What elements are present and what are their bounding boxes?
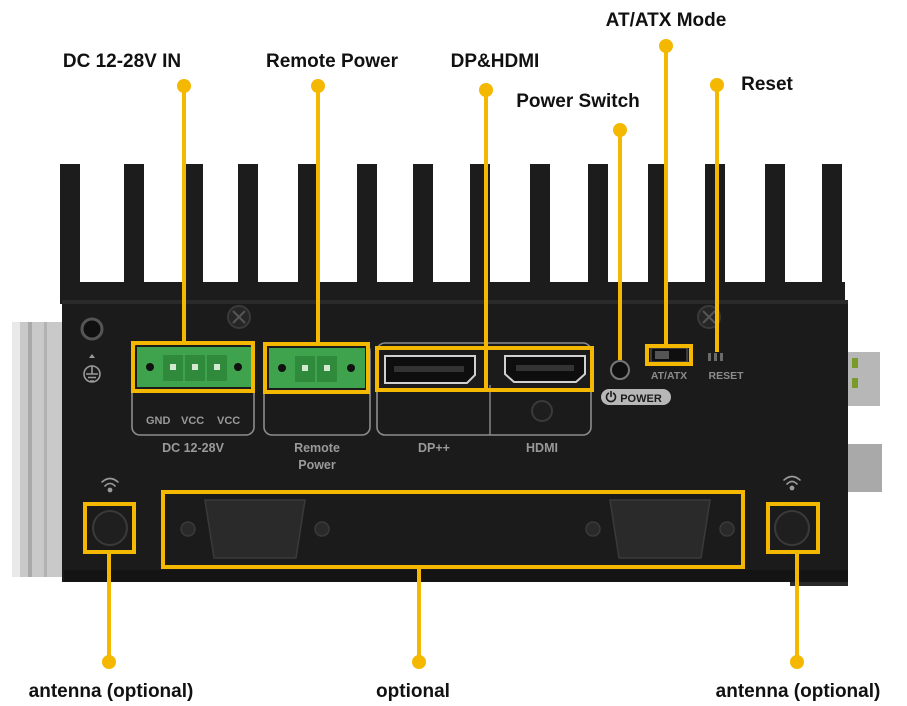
- ground-jack: [80, 317, 104, 341]
- remote-power-terminal-block: [269, 348, 365, 388]
- callout-optional: optional: [376, 681, 450, 702]
- label-remote: Remote: [294, 441, 340, 455]
- label-hdmi: HDMI: [526, 441, 558, 455]
- power-button: [610, 360, 630, 380]
- reset-pin-header: [708, 353, 723, 361]
- callout-power-switch: Power Switch: [516, 91, 640, 112]
- antenna-hole-right: [774, 510, 810, 546]
- callout-remote-power: Remote Power: [266, 51, 399, 72]
- power-label-badge: [601, 389, 671, 405]
- highlight-optional: [161, 490, 745, 569]
- label-reset-port: RESET: [708, 370, 744, 382]
- screw-icon: [227, 305, 251, 329]
- callout-reset: Reset: [741, 74, 793, 95]
- optional-db9-cutout-right: [585, 499, 735, 559]
- callout-at-atx-mode: AT/ATX Mode: [606, 10, 727, 31]
- hdmi-port: [504, 355, 586, 383]
- label-power: Power: [298, 458, 336, 472]
- label-vcc-1: VCC: [181, 415, 204, 427]
- displayport-port: [384, 355, 476, 384]
- leader-lines: [107, 46, 799, 662]
- left-side-rail: [12, 322, 62, 577]
- antenna-hole-left: [92, 510, 128, 546]
- right-side-brackets: [848, 352, 882, 492]
- label-gnd: GND: [146, 415, 171, 427]
- screw-icon: [697, 305, 721, 329]
- callout-antenna-right: antenna (optional): [716, 681, 881, 702]
- heatsink-fins: [60, 164, 845, 304]
- hdmi-screw-hole: [531, 400, 553, 422]
- highlight-antenna-right: [766, 502, 820, 554]
- dc-in-terminal-block: [137, 347, 254, 387]
- callout-dp-hdmi: DP&HDMI: [451, 51, 540, 72]
- label-dc-range: DC 12-28V: [162, 441, 224, 455]
- callout-dc-in: DC 12-28V IN: [63, 51, 181, 72]
- power-icon: [605, 391, 617, 403]
- callout-antenna-left: antenna (optional): [29, 681, 194, 702]
- highlight-dc-in: [131, 341, 255, 393]
- label-power-button: POWER: [620, 393, 662, 405]
- ground-icon: [83, 354, 101, 383]
- leader-dots: [102, 39, 804, 669]
- label-at-atx: AT/ATX: [651, 370, 687, 382]
- wifi-icon: [101, 477, 119, 493]
- label-dp: DP++: [418, 441, 450, 455]
- highlight-at-atx: [645, 344, 693, 366]
- optional-db9-cutout-left: [180, 499, 330, 559]
- wifi-icon: [783, 475, 801, 491]
- label-vcc-2: VCC: [217, 415, 240, 427]
